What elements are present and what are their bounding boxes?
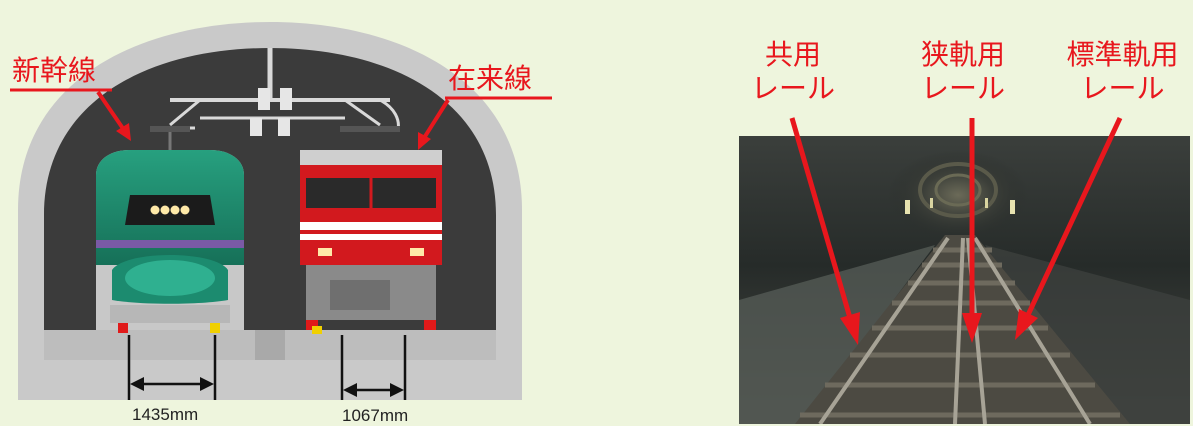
common-rail-arrow bbox=[789, 117, 853, 319]
shinkansen-train bbox=[96, 126, 244, 333]
common-rail-label-line1: 共用 bbox=[764, 38, 821, 71]
pantograph-left bbox=[150, 126, 190, 132]
center-drain bbox=[255, 330, 285, 360]
gauge-label-1067: 1067mm bbox=[342, 406, 409, 425]
track-photo bbox=[739, 136, 1190, 424]
pantograph-right bbox=[340, 126, 400, 132]
common-rail-label: 共用 レール bbox=[748, 38, 838, 106]
shinkansen-label: 新幹線 bbox=[12, 54, 97, 87]
rail-pointer-arrows bbox=[789, 116, 1123, 345]
narrow-rail-label: 狭軌用 レール bbox=[903, 38, 1023, 106]
standard-rail-arrow bbox=[1025, 116, 1123, 317]
standard-rail-label: 標準軌用 レール bbox=[1055, 38, 1190, 106]
zairai-label: 在来線 bbox=[448, 62, 533, 95]
rails bbox=[818, 236, 1092, 424]
conventional-locomotive bbox=[300, 126, 442, 334]
tunnel-cross-section bbox=[10, 22, 552, 400]
common-rail-label-line2: レール bbox=[750, 72, 835, 105]
overhead-catenary bbox=[150, 48, 400, 136]
standard-rail-label-line2: レール bbox=[1080, 72, 1165, 105]
zairai-pointer-arrow bbox=[422, 98, 450, 140]
gauge-dimension-conventional bbox=[340, 335, 407, 400]
standard-rail-label-line1: 標準軌用 bbox=[1066, 38, 1179, 71]
gauge-label-1435: 1435mm bbox=[132, 405, 199, 424]
narrow-rail-label-line2: レール bbox=[920, 72, 1005, 105]
narrow-rail-label-line1: 狭軌用 bbox=[920, 38, 1005, 71]
shinkansen-pointer-arrow bbox=[96, 90, 126, 132]
gauge-dimension-shinkansen bbox=[127, 335, 217, 400]
